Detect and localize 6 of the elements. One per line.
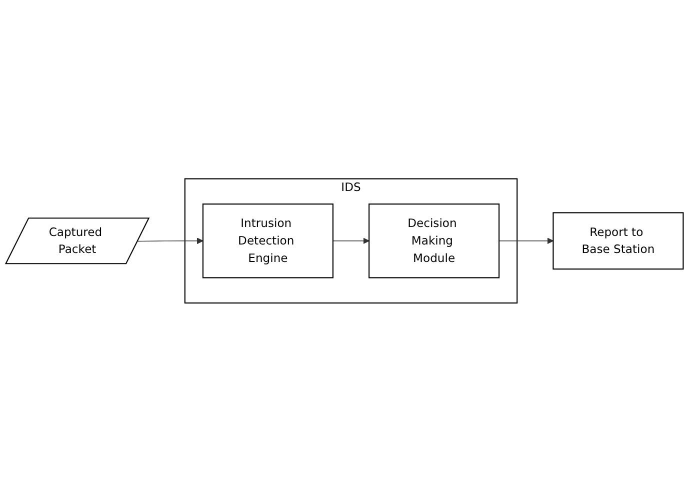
arrow bbox=[137, 238, 204, 244]
arrow bbox=[332, 238, 370, 244]
node-box: Report to Base Station bbox=[552, 212, 684, 270]
node-box: Decision Making Module bbox=[368, 204, 500, 278]
arrow bbox=[498, 238, 554, 244]
node-box: Intrusion Detection Engine bbox=[202, 204, 334, 278]
